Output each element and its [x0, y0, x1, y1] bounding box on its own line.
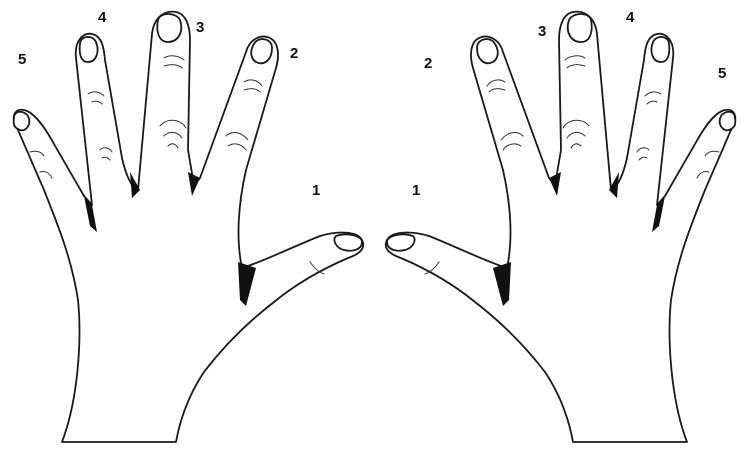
left-nail-3 — [157, 14, 181, 42]
right-nail-4 — [651, 37, 669, 62]
right-finger-2-label: 2 — [424, 56, 432, 71]
left-nail-thumb — [334, 234, 362, 250]
right-nail-thumb — [387, 234, 415, 250]
left-finger-2-label: 2 — [290, 46, 298, 61]
right-finger-3-label: 3 — [538, 24, 546, 39]
right-nail-3 — [568, 14, 592, 42]
right-hand-palm — [386, 12, 735, 442]
left-nail-4 — [80, 37, 98, 62]
right-hand — [386, 12, 736, 442]
left-hand — [14, 12, 364, 442]
right-finger-4-label: 4 — [626, 10, 634, 25]
left-finger-4-label: 4 — [98, 10, 106, 25]
left-nail-5 — [14, 112, 30, 131]
right-finger-5-label: 5 — [718, 66, 726, 81]
left-finger-3-label: 3 — [196, 20, 204, 35]
right-nail-2 — [477, 39, 498, 63]
left-nail-2 — [251, 39, 272, 63]
left-finger-5-label: 5 — [18, 52, 26, 67]
left-hand-palm — [14, 12, 363, 442]
right-finger-1-label: 1 — [412, 183, 420, 198]
left-finger-1-label: 1 — [312, 183, 320, 198]
right-nail-5 — [720, 112, 736, 131]
